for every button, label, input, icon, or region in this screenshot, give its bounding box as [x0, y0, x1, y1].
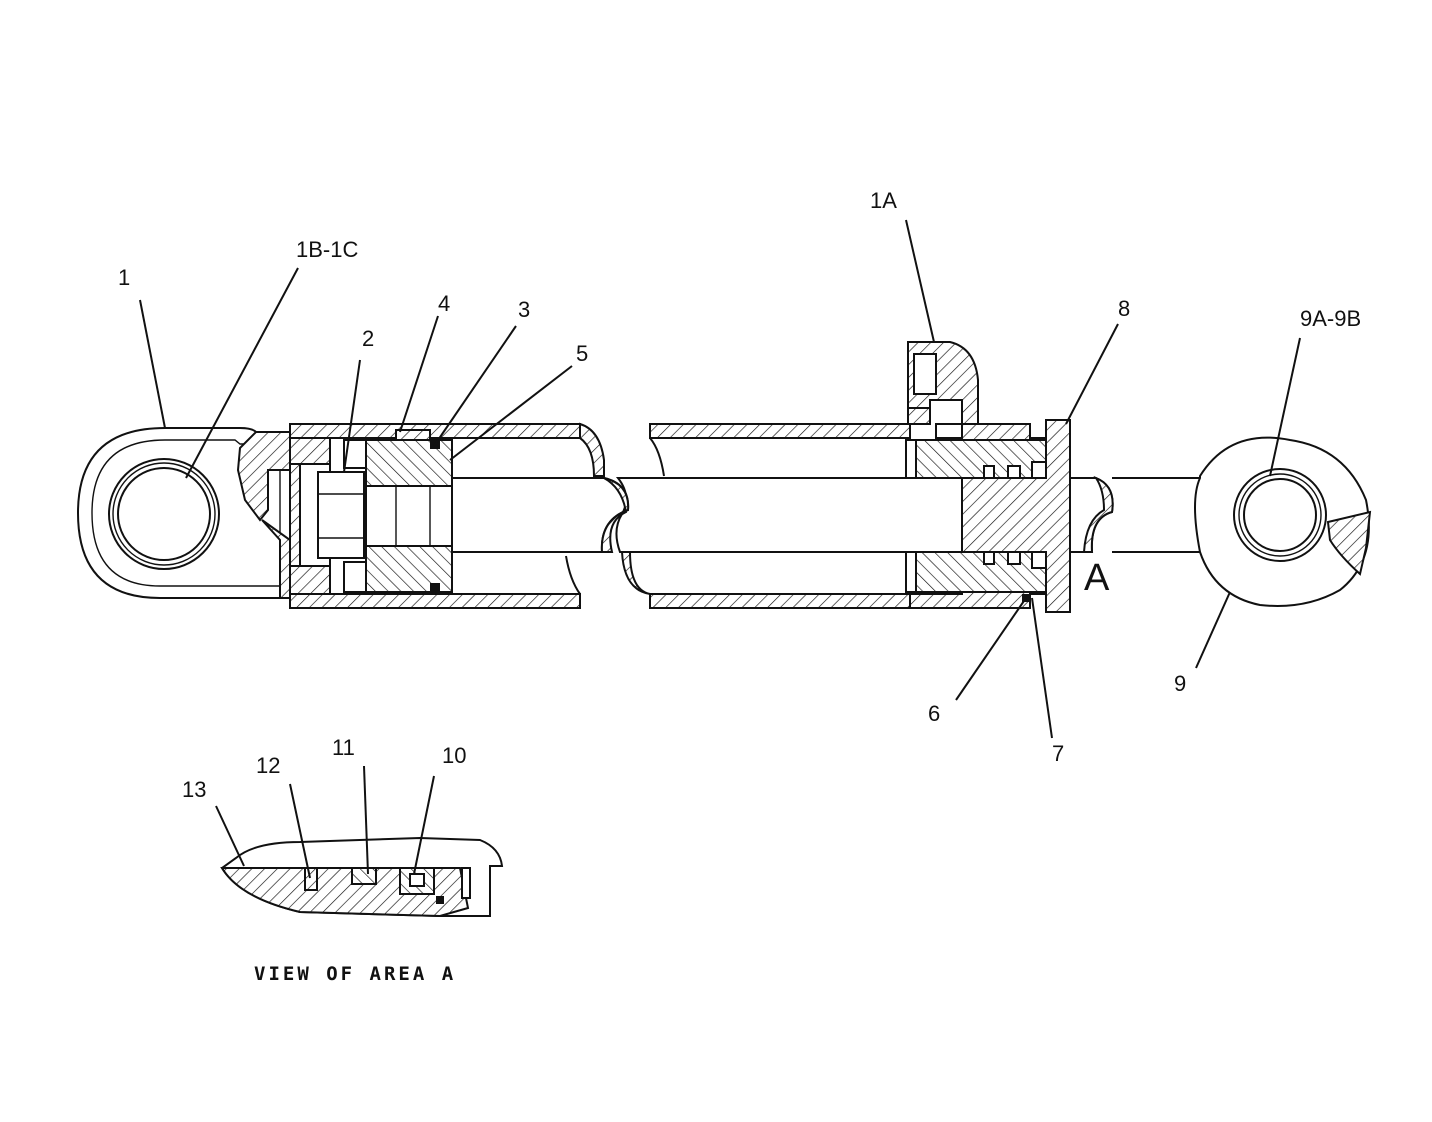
- callout-10: 10: [442, 743, 466, 768]
- callout-labels: 1 1B-1C 2 4 3 5 1A 8 9A-9B 6 7 9 13 12 1…: [118, 188, 1361, 985]
- head-end-eye: [76, 427, 293, 599]
- callout-7: 7: [1052, 741, 1064, 766]
- callout-1a: 1A: [870, 188, 897, 213]
- leader-8: [1065, 323, 1119, 425]
- callout-4: 4: [438, 291, 450, 316]
- callout-13: 13: [182, 777, 206, 802]
- callout-6: 6: [928, 701, 940, 726]
- rod-end-eye: [1194, 436, 1372, 607]
- callout-11: 11: [332, 735, 355, 760]
- leader-9a-9b: [1269, 337, 1301, 477]
- callout-9: 9: [1174, 671, 1186, 696]
- callout-2: 2: [362, 326, 374, 351]
- leader-3: [433, 325, 517, 447]
- leader-13: [215, 805, 245, 867]
- detail-marker-a: A: [1084, 557, 1110, 599]
- callout-9a-9b: 9A-9B: [1300, 306, 1361, 331]
- leader-10: [413, 775, 435, 875]
- leader-12: [289, 783, 311, 879]
- leader-lines: [139, 219, 1301, 879]
- leader-5: [449, 365, 573, 461]
- detail-view-area-a: [220, 836, 504, 918]
- leader-6: [955, 597, 1027, 701]
- callout-12: 12: [256, 753, 280, 778]
- rod-gland: [905, 439, 1047, 602]
- leader-2: [343, 359, 361, 473]
- leader-7: [1031, 597, 1053, 739]
- callout-1: 1: [118, 265, 130, 290]
- leader-1b-1c: [185, 267, 299, 479]
- leader-1: [139, 299, 166, 429]
- leader-11: [363, 765, 369, 875]
- piston-rod: [452, 475, 1200, 553]
- view-caption: VIEW OF AREA A: [254, 963, 456, 985]
- leader-1a: [905, 219, 935, 343]
- callout-1b-1c: 1B-1C: [296, 237, 358, 262]
- callout-5: 5: [576, 341, 588, 366]
- leader-9: [1195, 591, 1231, 669]
- callout-8: 8: [1118, 296, 1130, 321]
- callout-3: 3: [518, 297, 530, 322]
- piston-nut: [299, 439, 367, 593]
- leader-4: [399, 315, 439, 433]
- piston: [365, 429, 453, 593]
